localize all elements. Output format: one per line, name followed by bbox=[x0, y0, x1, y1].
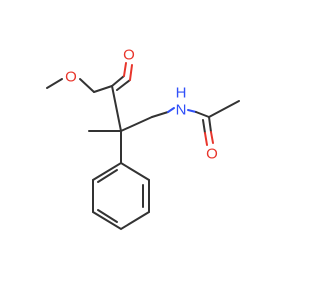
ester-carbonyl-oxygen-label: O bbox=[123, 47, 135, 64]
bond-n-amide-c-color bbox=[187, 109, 197, 113]
bond-ether-o-carbonyl-c-2 bbox=[93, 85, 113, 93]
phenyl-double-bond-3 bbox=[97, 169, 118, 183]
bond-amide-c-methyl bbox=[208, 100, 240, 118]
bond-amide-c-o-d bbox=[204, 132, 208, 146]
bond-carbonyl-quaternary bbox=[111, 85, 122, 132]
bond-amide-c-o-a bbox=[208, 116, 212, 133]
amide-nitrogen-label: N bbox=[176, 102, 187, 119]
bond-ester-c-o-double-b bbox=[123, 62, 127, 77]
amide-hydrogen-label: H bbox=[176, 85, 187, 102]
structure-drawing: O O H N O bbox=[46, 47, 240, 231]
bond-ester-c-o-double-d bbox=[129, 64, 133, 81]
bond-amide-c-o-c bbox=[202, 119, 206, 134]
phenyl-double-bond-2 bbox=[97, 209, 118, 223]
bond-ch2-n bbox=[151, 111, 169, 118]
bond-n-amide-c bbox=[195, 111, 210, 118]
phenyl-ring bbox=[92, 161, 150, 231]
ester-ether-oxygen-label: O bbox=[65, 69, 77, 86]
bond-ether-o-carbonyl-c bbox=[79, 78, 95, 93]
molecule-diagram: O O H N O bbox=[46, 47, 240, 231]
bond-ester-c-o-double-a bbox=[111, 75, 125, 87]
amide-oxygen-label: O bbox=[206, 146, 218, 163]
bond-ester-c-o-double-c bbox=[116, 79, 131, 91]
bond-ch2-n-color bbox=[167, 107, 175, 113]
bond-methoxy-methyl bbox=[46, 78, 63, 89]
bond-quaternary-ch2 bbox=[120, 116, 153, 132]
bond-amide-c-o-b bbox=[210, 131, 214, 144]
